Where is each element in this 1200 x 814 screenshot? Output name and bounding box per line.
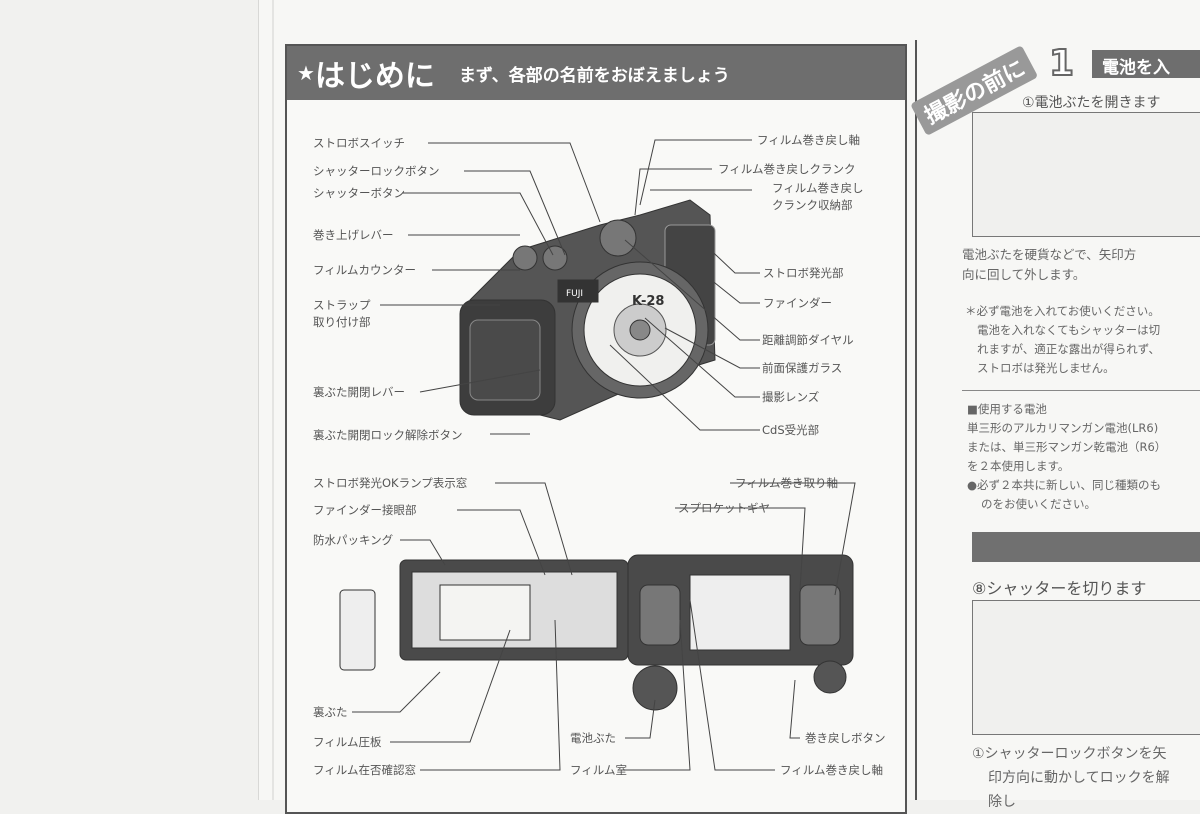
step8-text: 除し (988, 794, 1016, 810)
step-number: 1 (1048, 43, 1075, 84)
front-camera-drawing: FUJI K-28 (459, 199, 716, 421)
leader-lines-back (352, 482, 856, 771)
label-shutter-button: シャッターボタン (313, 186, 405, 200)
label-strobe-switch: ストロボスイッチ (313, 136, 405, 150)
label-film-check-window: フィルム在否確認窓 (313, 763, 417, 777)
label-flash-ok-lamp: ストロボ発光OKランプ表示窓 (313, 476, 468, 490)
battery-section: 撮影の前に 1 電池を入 ①電池ぶたを開きます 電池ぶたを硬貨などで、矢印方 向… (910, 40, 1200, 810)
step8-title: ⑧シャッターを切ります (972, 579, 1147, 598)
label-cds-sensor: CdS受光部 (762, 423, 820, 437)
battery-text: を２本使用します。 (967, 459, 1070, 473)
brand-logo: FUJI (566, 289, 583, 299)
label-rewind-button: 巻き戻しボタン (805, 731, 886, 745)
label-film-counter: フィルムカウンター (313, 263, 417, 277)
label-back-cover-lever: 裏ぶた開閉レバー (313, 385, 405, 399)
step8-text: ①シャッターロックボタンを矢 (972, 746, 1167, 762)
label-front-glass: 前面保護ガラス (762, 361, 843, 375)
back-camera-drawing (339, 554, 854, 711)
note-line: 電池を入れなくてもシャッターは切 (977, 323, 1161, 337)
label-takeup-spool: フィルム巻き取り軸 (735, 476, 839, 490)
battery-text: 単三形のアルカリマンガン電池(LR6) (967, 421, 1159, 435)
label-rewind-crank: フィルム巻き戻しクランク (718, 162, 856, 176)
label-strap: ストラップ (313, 298, 371, 312)
step8-text: 印方向に動かしてロックを解 (988, 770, 1170, 786)
fold-line (272, 0, 274, 800)
label-waterproof-packing: 防水パッキング (313, 533, 394, 547)
note-line: ＊必ず電池を入れてお使いください。 (965, 304, 1160, 318)
divider (962, 390, 1200, 391)
leader-lines-front (380, 139, 760, 435)
label-flash-window: ストロボ発光部 (763, 266, 844, 280)
star-icon: ★ (297, 61, 315, 85)
battery-cover-illustration (972, 112, 1200, 237)
parts-panel: ★ はじめに まず、各部の名前をおぼえましょう (285, 44, 907, 814)
note-line: ストロボは発光しません。 (977, 361, 1115, 375)
label-back-cover: 裏ぶた (313, 705, 348, 719)
label-pressure-plate: フィルム圧板 (313, 735, 382, 749)
label-battery-cover: 電池ぶた (570, 731, 616, 745)
panel-title: はじめに (314, 59, 435, 94)
step1-title: ①電池ぶたを開きます (1022, 95, 1161, 111)
battery-text: のをお使いください。 (981, 497, 1096, 511)
panel-subtitle: まず、各部の名前をおぼえましょう (458, 65, 730, 86)
panel-header: ★ はじめに まず、各部の名前をおぼえましょう (287, 46, 905, 100)
battery-text: ●必ず２本共に新しい、同じ種類のも (967, 478, 1162, 492)
step1-text: 電池ぶたを硬貨などで、矢印方 (962, 247, 1137, 262)
label-wind-lever: 巻き上げレバー (313, 228, 394, 242)
section-bar (972, 532, 1200, 562)
label-rewind-crank-storage-1: フィルム巻き戻し (772, 181, 864, 195)
section-title: 電池を入 (1092, 50, 1200, 78)
label-rewind-crank-storage-2: クランク収納部 (772, 198, 853, 212)
label-rewind-shaft: フィルム巻き戻し軸 (757, 133, 861, 147)
step1-text: 向に回して外します。 (962, 267, 1086, 282)
label-finder: ファインダー (763, 296, 832, 310)
note-line: れますが、適正な露出が得られず、 (977, 342, 1160, 356)
label-focus-dial: 距離調節ダイヤル (762, 333, 854, 347)
label-back-cover-release: 裏ぶた開閉ロック解除ボタン (313, 428, 463, 442)
label-finder-eyepiece: ファインダー接眼部 (313, 503, 417, 517)
label-rewind-shaft-back: フィルム巻き戻し軸 (780, 763, 884, 777)
label-film-chamber: フィルム室 (570, 763, 628, 777)
shutter-illustration (972, 600, 1200, 735)
label-shutter-lock-button: シャッターロックボタン (313, 164, 440, 178)
label-sprocket-gear: スプロケットギヤ (678, 501, 770, 515)
label-strap-mount: 取り付け部 (313, 315, 371, 329)
battery-text: または、単三形マンガン乾電池（R6） (967, 440, 1167, 454)
label-lens: 撮影レンズ (762, 390, 820, 404)
battery-heading: ■使用する電池 (967, 402, 1047, 416)
model-logo: K-28 (632, 294, 664, 309)
